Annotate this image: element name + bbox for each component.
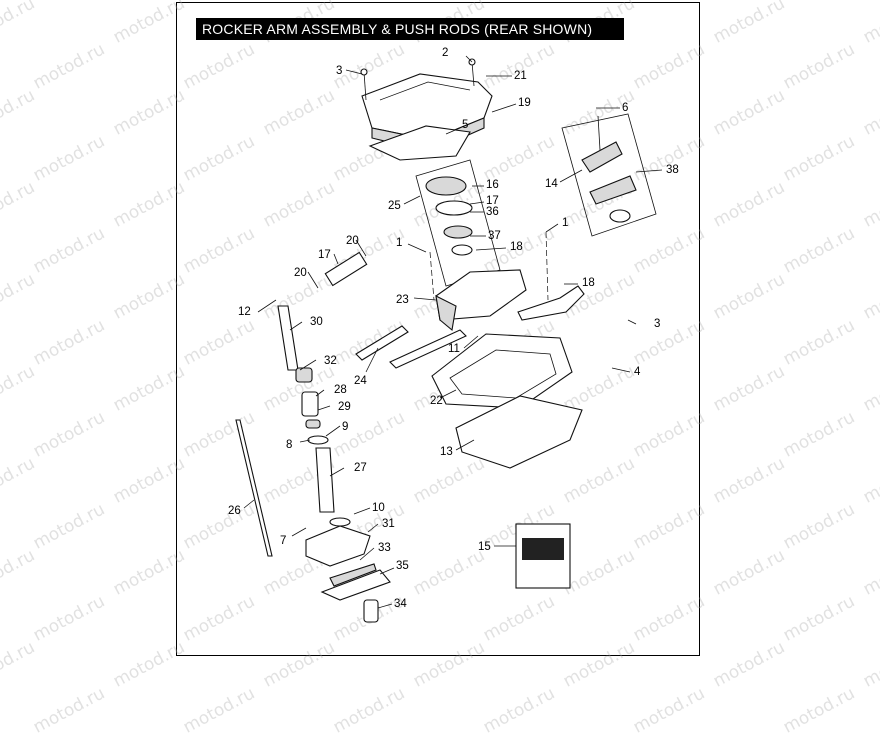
head-gasket: [455, 395, 583, 469]
watermark: motod.ru: [780, 683, 859, 738]
lower-rocker-housing: [431, 333, 573, 409]
rocker-arm-exhaust: [517, 285, 585, 321]
callout-8: 8: [286, 439, 292, 451]
callout-7: 7: [280, 535, 286, 547]
callout-34: 34: [394, 598, 407, 610]
callout-10: 10: [372, 502, 385, 514]
callout-38: 38: [666, 164, 679, 176]
lifter-cover-assembly: [305, 525, 391, 623]
callout-6: 6: [622, 102, 628, 114]
callout-28: 28: [334, 384, 347, 396]
callout-4: 4: [634, 366, 641, 378]
callout-20-top: 20: [346, 235, 359, 247]
callout-15: 15: [478, 541, 491, 553]
leader-lines: [243, 55, 663, 609]
callout-21: 21: [514, 70, 527, 82]
rocker-support: [435, 269, 527, 332]
callout-30: 30: [310, 316, 323, 328]
breather-assembly: [415, 159, 501, 287]
callout-17: 17: [318, 249, 331, 261]
rocker-arm-intake: [324, 251, 368, 287]
callout-23: 23: [396, 294, 409, 306]
callout-31: 31: [382, 518, 395, 530]
rocker-shafts: [355, 325, 467, 369]
exploded-parts-diagram: 2 3 21 5 19 6 14 38 25 16 17 36 37 18 1 …: [228, 47, 679, 623]
callout-16-b: 17: [486, 195, 499, 207]
callout-19: 19: [518, 97, 531, 109]
callout-9: 9: [342, 421, 348, 433]
callout-37: 37: [488, 230, 501, 242]
callout-2: 2: [442, 47, 448, 59]
watermark: motod.ru: [480, 683, 559, 738]
diagram-title: ROCKER ARM ASSEMBLY & PUSH RODS (REAR SH…: [196, 18, 624, 40]
callout-22: 22: [430, 395, 443, 407]
cover-gasket: [368, 125, 471, 161]
callout-29: 29: [338, 401, 351, 413]
pushrod-tubes: [277, 305, 351, 527]
callout-27: 27: [354, 462, 367, 474]
watermark: motod.ru: [630, 683, 709, 738]
callout-1-right: 1: [562, 217, 568, 229]
service-manual-icon: [515, 523, 571, 589]
breather-valve-box: [561, 113, 657, 237]
callout-16-c: 18: [510, 241, 523, 253]
callout-13: 13: [440, 446, 453, 458]
callout-20-left: 20: [294, 267, 307, 279]
watermark: motod.ru: [180, 683, 259, 738]
callout-25: 25: [388, 200, 401, 212]
callout-12: 12: [238, 306, 251, 318]
callout-labels: 2 3 21 5 19 6 14 38 25 16 17 36 37 18 1 …: [228, 47, 679, 610]
callout-14: 14: [545, 178, 558, 190]
callout-26: 26: [228, 505, 241, 517]
callout-3-right: 3: [654, 318, 660, 330]
callout-18: 18: [582, 277, 595, 289]
callout-33: 33: [378, 542, 391, 554]
callout-3-top: 3: [336, 65, 342, 77]
callout-1-left: 1: [396, 237, 402, 249]
watermark: motod.ru: [30, 683, 109, 738]
pushrod: [235, 419, 273, 557]
callout-16-a: 16: [486, 179, 499, 191]
callout-36: 36: [486, 206, 499, 218]
callout-24: 24: [354, 375, 367, 387]
callout-35: 35: [396, 560, 409, 572]
callout-5: 5: [462, 119, 468, 131]
callout-32: 32: [324, 355, 337, 367]
watermark: motod.ru: [330, 683, 409, 738]
callout-11: 11: [448, 343, 460, 355]
